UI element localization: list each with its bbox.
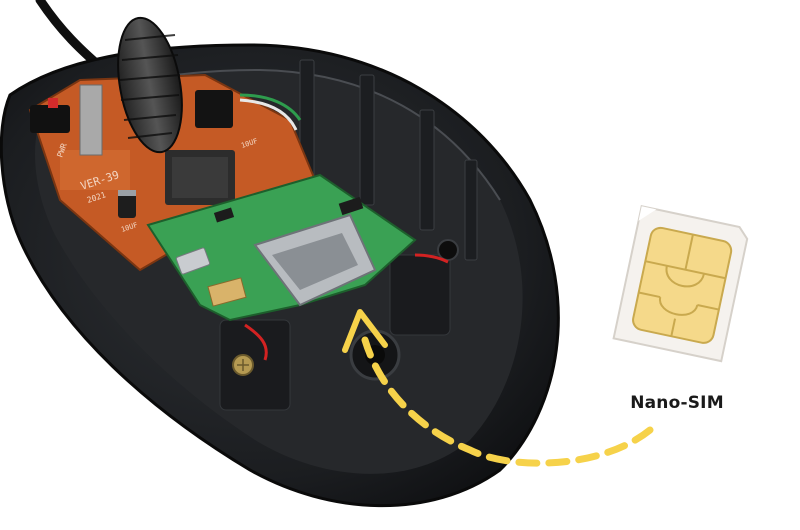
wire-red: [414, 253, 449, 264]
left-switch: [30, 105, 70, 133]
sim-caption: Nano-SIM: [630, 393, 724, 413]
right-switch: [195, 90, 233, 128]
nano-sim-card: [612, 205, 749, 363]
insert-arrow: [342, 309, 654, 467]
wire-green: [239, 93, 302, 121]
wheel-bracket: [79, 84, 103, 156]
sim-slot: [253, 213, 377, 307]
mount-block-left: [219, 319, 291, 411]
scroll-wheel: [117, 16, 183, 154]
wire-white: [239, 98, 298, 131]
mount-block-right: [389, 254, 451, 336]
micro-usb-port: [175, 247, 211, 275]
capacitor: [118, 190, 136, 218]
